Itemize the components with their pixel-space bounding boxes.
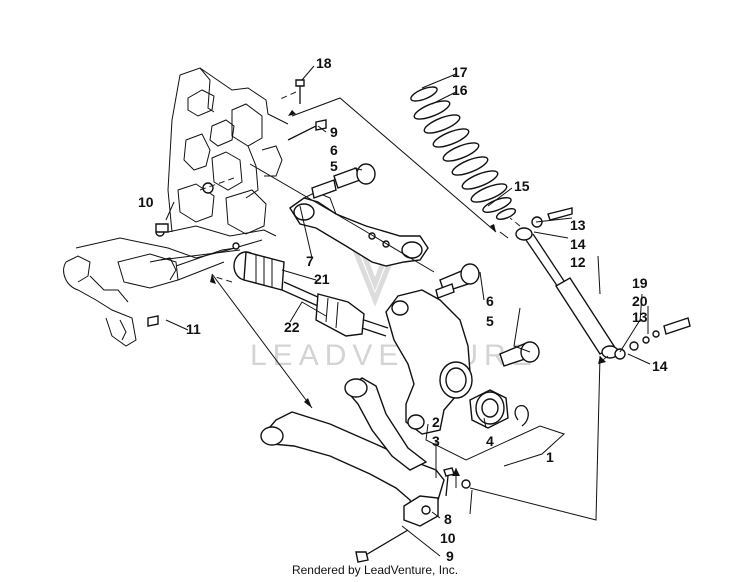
callout-11: 11: [186, 321, 201, 337]
drive-axle: [233, 251, 389, 337]
callout-14-lower: 14: [652, 358, 668, 374]
callout-2: 2: [432, 414, 440, 430]
callout-5-lower: 5: [486, 313, 494, 329]
centerlines: [199, 91, 609, 363]
callout-20: 20: [632, 293, 648, 309]
callout-13-upper: 13: [570, 217, 586, 233]
shock-absorber: [515, 207, 691, 360]
callout-18: 18: [316, 55, 332, 71]
callout-13-lower: 13: [632, 309, 648, 325]
arrowheads: [210, 110, 606, 476]
callout-1: 1: [546, 449, 554, 465]
callout-9-upper: 9: [330, 124, 338, 140]
callout-6-lower: 6: [486, 293, 494, 309]
bolts: [147, 79, 471, 563]
upper-bushings: [311, 163, 376, 199]
callout-14-upper: 14: [570, 236, 586, 252]
footer-credit: Rendered by LeadVenture, Inc.: [291, 563, 459, 577]
callout-3: 3: [432, 433, 440, 449]
knuckle-bushings: [435, 263, 540, 367]
callout-12: 12: [570, 254, 586, 270]
leader-lines: [159, 65, 651, 557]
callout-17: 17: [452, 64, 468, 80]
callout-6-upper: 6: [330, 142, 338, 158]
callout-10-left: 10: [138, 194, 154, 210]
steering-knuckle: [385, 289, 473, 435]
callout-10-lower: 10: [440, 530, 456, 546]
frame-section: [63, 67, 289, 347]
callout-16: 16: [452, 82, 468, 98]
callout-8: 8: [444, 511, 452, 527]
callouts: 18 17 16 9 6 5 15 10 13 14 12 7 21 19 20…: [138, 55, 668, 564]
callout-22: 22: [284, 319, 300, 335]
callout-19: 19: [632, 275, 648, 291]
callout-9-lower: 9: [446, 548, 454, 564]
callout-7: 7: [306, 253, 314, 269]
lower-a-arm: [260, 377, 445, 527]
upper-bracket: [289, 191, 429, 267]
coil-spring: [410, 86, 517, 220]
callout-4: 4: [486, 433, 494, 449]
callout-5-upper: 5: [330, 158, 338, 174]
wheel-bearing: [469, 389, 529, 429]
watermark: LEADVENTURE: [250, 249, 538, 372]
callout-21: 21: [314, 271, 330, 287]
callout-15: 15: [514, 178, 530, 194]
watermark-text: LEADVENTURE: [250, 339, 538, 372]
